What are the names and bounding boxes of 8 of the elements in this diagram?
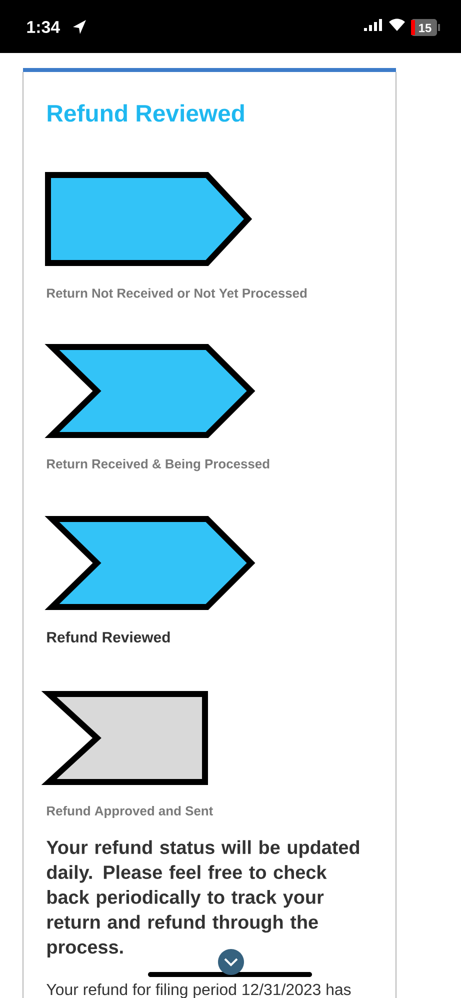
step-caption: Return Not Received or Not Yet Processed — [47, 288, 307, 298]
step-caption: Refund Reviewed — [47, 632, 170, 642]
body-text: Your refund for filing period 12/31/2023 has — [46, 983, 351, 998]
heading: Refund Reviewed — [48, 104, 244, 122]
step-caption: Return Received & Being Processed — [47, 458, 270, 472]
info-paragraph: Your refund status will be updated daily. Please feel free to check back periodically to track your return and refund through the process. — [46, 840, 360, 958]
step-caption: Refund Approved and Sent — [47, 806, 213, 818]
clock-time: 1:34 — [27, 21, 60, 34]
